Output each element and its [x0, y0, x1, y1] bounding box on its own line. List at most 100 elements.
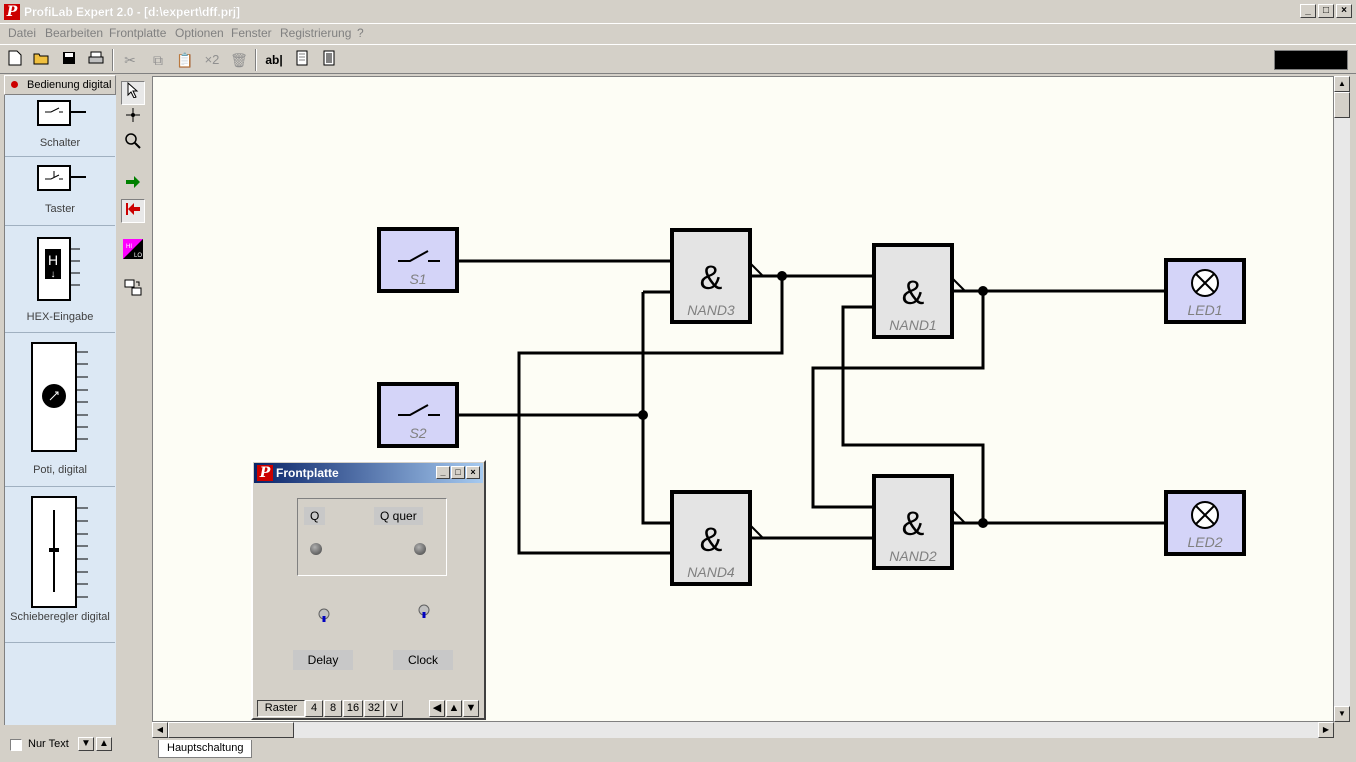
close-button[interactable]: × — [1336, 4, 1352, 18]
window-title: ProfiLab Expert 2.0 - [d:\expert\dff.prj… — [24, 5, 241, 19]
tab-hauptschaltung[interactable]: Hauptschaltung — [158, 740, 253, 758]
circuit-diagram: S1 S2 & NAND3 & NAND1 & NAND4 — [377, 227, 1246, 586]
wire-tool-icon[interactable] — [121, 107, 145, 131]
save-icon[interactable] — [59, 50, 79, 70]
vertical-scroll-thumb[interactable] — [1334, 92, 1350, 118]
pointer-tool-icon[interactable] — [121, 81, 145, 105]
run-arrow-icon[interactable] — [121, 173, 145, 197]
text-tool-button[interactable]: ab| — [265, 53, 283, 67]
maximize-button[interactable]: □ — [1318, 4, 1334, 18]
menu-registrierung[interactable]: Registrierung — [280, 26, 352, 40]
palette-item-taster[interactable]: Taster — [5, 158, 115, 226]
horizontal-scrollbar[interactable]: ◀ ▶ — [152, 722, 1334, 738]
sheet-tab-bar: Hauptschaltung — [152, 740, 1342, 760]
fp-minimize-button[interactable]: _ — [436, 466, 450, 479]
svg-text:LO: LO — [134, 253, 142, 259]
grid-8-button[interactable]: 8 — [324, 700, 342, 717]
scroll-right-icon[interactable]: ▶ — [1318, 722, 1334, 738]
label-led1: LED1 — [1187, 302, 1222, 318]
title-bar: P ProfiLab Expert 2.0 - [d:\expert\dff.p… — [0, 0, 1356, 24]
arrow-up-button[interactable]: ▲ — [96, 737, 112, 751]
fp-maximize-button[interactable]: □ — [451, 466, 465, 479]
clock-button[interactable]: Clock — [393, 650, 453, 670]
slider-component-icon — [31, 496, 88, 608]
open-folder-icon[interactable] — [31, 50, 51, 70]
new-file-icon[interactable] — [5, 50, 25, 70]
menu-datei[interactable]: Datei — [8, 26, 37, 40]
scroll-down-icon[interactable]: ▼ — [1334, 706, 1350, 722]
palette-item-schieberegler[interactable]: Schieberegler digital — [5, 488, 115, 643]
grid-4-button[interactable]: 4 — [305, 700, 323, 717]
hex-input-component-icon: H ↓ — [37, 237, 80, 301]
output-panel: Q Q quer — [297, 498, 447, 576]
gate-nand4[interactable]: & NAND4 — [670, 490, 764, 586]
gate-nand3[interactable]: & NAND3 — [670, 228, 764, 324]
status-display — [1274, 50, 1348, 70]
gate-nand1[interactable]: & NAND1 — [872, 243, 966, 339]
delay-button[interactable]: Delay — [293, 650, 353, 670]
nur-text-option: Nur Text ▼ ▲ — [6, 735, 116, 755]
cut-icon[interactable]: ✂ — [124, 52, 136, 68]
vertical-scrollbar[interactable]: ▲ ▼ — [1334, 76, 1350, 722]
led-led2[interactable]: LED2 — [1164, 490, 1246, 556]
scroll-left-icon[interactable]: ◀ — [152, 722, 168, 738]
scroll-up-icon[interactable]: ▲ — [1334, 76, 1350, 92]
gate-symbol-nand1: & — [902, 274, 925, 312]
grid-v-button[interactable]: V — [385, 700, 403, 717]
frontplatte-titlebar[interactable]: P Frontplatte _ □ × — [254, 463, 483, 483]
duplicate-button[interactable]: ×2 — [204, 52, 220, 67]
label-s1: S1 — [409, 271, 426, 287]
svg-text:H: H — [48, 252, 58, 268]
fp-arrow-left-icon[interactable]: ◀ — [429, 700, 445, 717]
pushbutton-component-icon — [37, 165, 86, 191]
menu-bearbeiten[interactable]: Bearbeiten — [45, 26, 104, 40]
fp-close-button[interactable]: × — [466, 466, 480, 479]
print-icon[interactable] — [86, 50, 106, 70]
toggle-delay-icon[interactable] — [317, 608, 331, 624]
gate-nand2[interactable]: & NAND2 — [872, 474, 966, 570]
toolbar: ✂ ⧉ 📋 ×2 🗑 ab| — [0, 44, 1356, 74]
red-dot-icon — [11, 81, 18, 88]
svg-text:HI: HI — [126, 244, 132, 250]
palette-category-dropdown[interactable]: Bedienung digital — [4, 75, 116, 95]
menu-frontplatte[interactable]: Frontplatte — [109, 26, 167, 40]
fp-arrow-down-icon[interactable]: ▼ — [463, 700, 479, 717]
switch-s2[interactable]: S2 — [377, 382, 459, 448]
label-nand3: NAND3 — [687, 302, 735, 318]
component-palette: Bedienung digital Schalter Taster — [4, 75, 116, 735]
palette-item-schalter[interactable]: Schalter — [5, 95, 115, 157]
led-q-indicator — [310, 543, 322, 555]
menu-optionen[interactable]: Optionen — [175, 26, 224, 40]
paste-icon[interactable]: 📋 — [176, 52, 194, 68]
nur-text-checkbox[interactable] — [10, 739, 22, 751]
menu-help[interactable]: ? — [357, 26, 364, 40]
led-q-quer-indicator — [414, 543, 426, 555]
arrow-down-button[interactable]: ▼ — [78, 737, 94, 751]
toggle-clock-icon[interactable] — [417, 604, 431, 620]
wires — [458, 259, 1165, 555]
window-swap-icon[interactable] — [121, 279, 145, 303]
switch-s1[interactable]: S1 — [377, 227, 459, 293]
fp-arrow-up-icon[interactable]: ▲ — [446, 700, 462, 717]
copy-icon[interactable]: ⧉ — [153, 52, 163, 68]
raster-bar: Raster 4 8 16 32 V ◀ ▲ ▼ — [255, 698, 483, 718]
grid-page-icon[interactable] — [292, 50, 312, 70]
list-page-icon[interactable] — [319, 50, 339, 70]
stop-arrow-icon[interactable] — [121, 199, 145, 223]
palette-item-poti-digital[interactable]: Poti, digital — [5, 334, 115, 487]
palette-item-hex-eingabe[interactable]: H ↓ HEX-Eingabe — [5, 227, 115, 333]
palette-list: Schalter Taster H ↓ HEX-Eingabe — [4, 95, 116, 725]
horizontal-scroll-thumb[interactable] — [168, 722, 294, 738]
delete-icon[interactable]: 🗑 — [230, 52, 248, 68]
potentiometer-component-icon — [31, 342, 88, 452]
zoom-icon[interactable] — [121, 133, 145, 157]
led-led1[interactable]: LED1 — [1164, 258, 1246, 324]
app-logo-icon: P — [4, 4, 20, 20]
label-q: Q — [304, 507, 326, 525]
menu-fenster[interactable]: Fenster — [231, 26, 272, 40]
grid-16-button[interactable]: 16 — [343, 700, 363, 717]
minimize-button[interactable]: _ — [1300, 4, 1316, 18]
grid-32-button[interactable]: 32 — [364, 700, 384, 717]
label-nand1: NAND1 — [889, 317, 936, 333]
